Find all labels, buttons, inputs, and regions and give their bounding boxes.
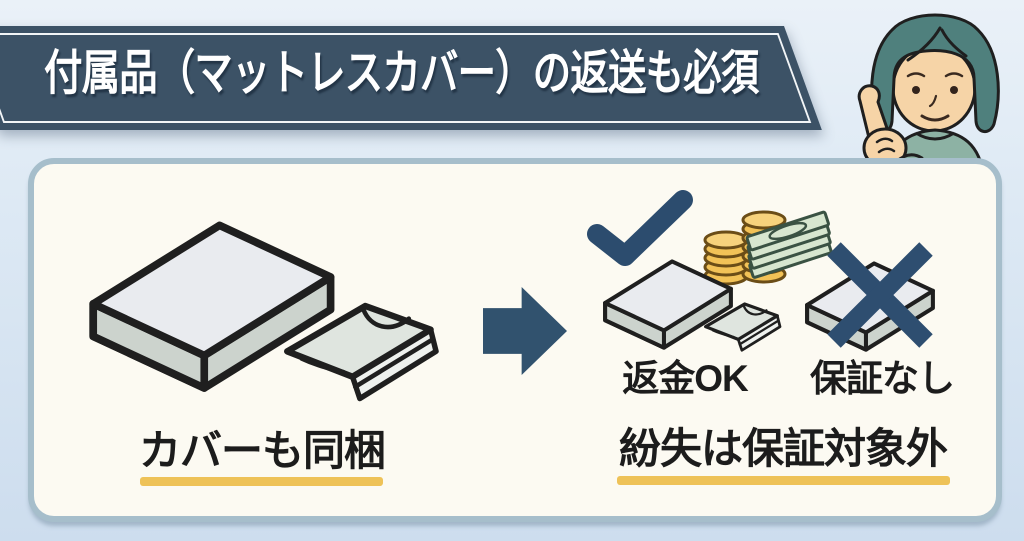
folded-cover-small-icon [700, 294, 782, 353]
caption-underline-left [140, 477, 383, 486]
page-title: 付属品（マットレスカバー）の返送も必須 [44, 47, 759, 100]
coins-banknotes-icon [703, 210, 833, 286]
banknotes-icon [745, 210, 833, 279]
caption-underline-right [617, 476, 950, 485]
right-caption: 紛失は保証対象外 [618, 425, 948, 472]
refund-label: 返金OK [622, 358, 749, 399]
presenter-woman-icon [850, 2, 1016, 180]
cross-icon [827, 242, 933, 348]
left-caption: カバーも同梱 [138, 427, 386, 474]
check-icon [587, 190, 693, 266]
folded-cover-icon [276, 286, 440, 404]
no-warranty-label: 保証なし [810, 358, 955, 399]
